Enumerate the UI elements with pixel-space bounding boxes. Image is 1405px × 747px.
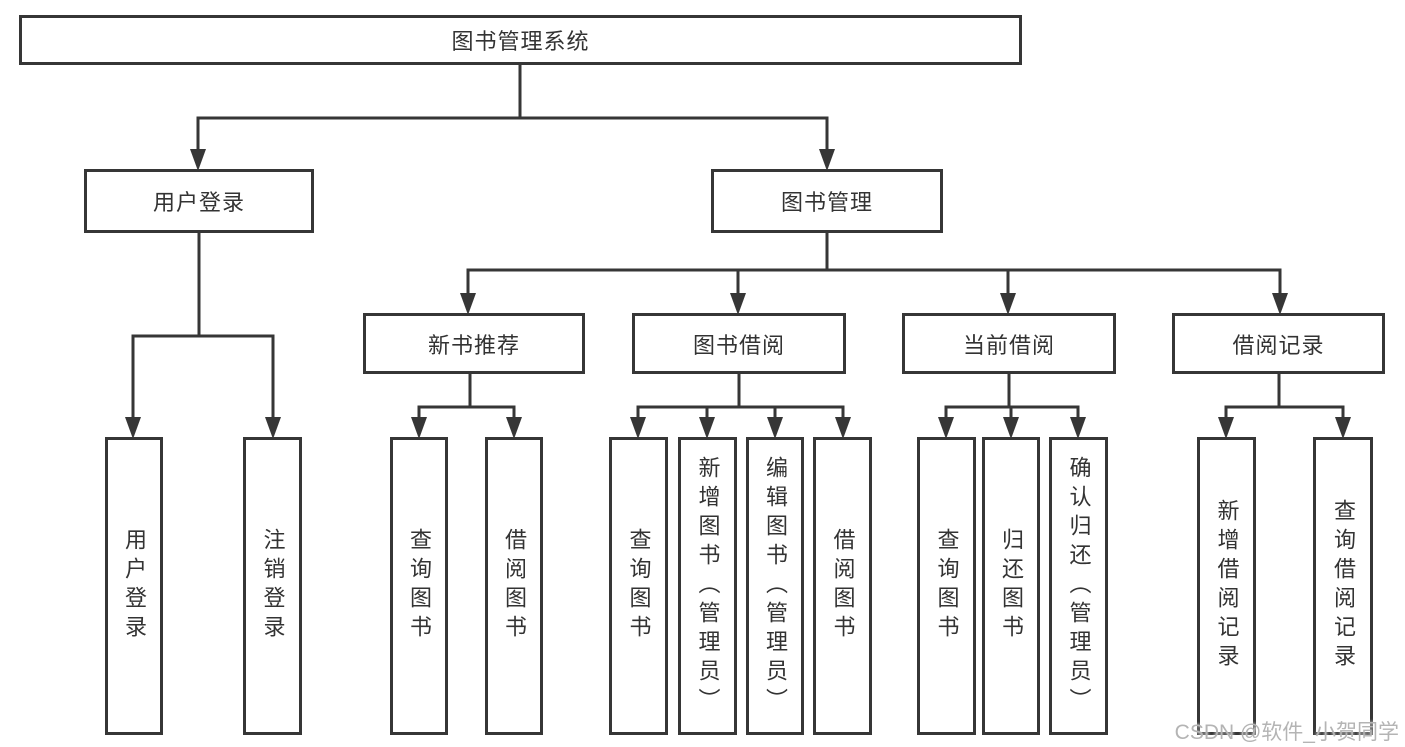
leaf-return-book: 归还图书 [982, 437, 1040, 735]
leaf-label: 查询图书 [626, 528, 652, 644]
node-new-book-recommendation: 新书推荐 [363, 313, 585, 374]
leaf-label: 借阅图书 [502, 528, 527, 644]
leaf-query-books-current: 查询图书 [917, 437, 976, 735]
leaf-add-book-admin: 新增图书（管理员） [678, 437, 737, 735]
leaf-label: 归还图书 [999, 528, 1024, 644]
leaf-label: 查询借阅记录 [1331, 499, 1356, 673]
node-book-management: 图书管理 [711, 169, 943, 233]
leaf-label: 注销登录 [260, 528, 286, 644]
leaf-label: 新增借阅记录 [1214, 499, 1240, 673]
csdn-watermark: CSDN @软件_小贺同学 [1174, 721, 1399, 744]
node-label: 用户登录 [152, 190, 245, 215]
leaf-borrow-books-borrowing: 借阅图书 [813, 437, 872, 735]
node-book-borrowing: 图书借阅 [632, 313, 846, 374]
node-borrowing-records: 借阅记录 [1172, 313, 1385, 374]
node-label: 图书管理 [780, 190, 873, 215]
node-user-login: 用户登录 [84, 169, 314, 233]
node-current-borrowing: 当前借阅 [902, 313, 1116, 374]
leaf-query-books-recommend: 查询图书 [390, 437, 448, 735]
leaf-edit-book-admin: 编辑图书（管理员） [746, 437, 804, 735]
leaf-label: 借阅图书 [830, 528, 856, 644]
node-label: 新书推荐 [427, 332, 520, 358]
leaf-label: 新增图书（管理员） [695, 455, 721, 717]
leaf-label: 查询图书 [934, 528, 960, 644]
leaf-label: 用户登录 [122, 528, 147, 644]
leaf-confirm-return-admin: 确认归还（管理员） [1049, 437, 1108, 735]
node-label: 当前借阅 [962, 332, 1055, 358]
leaf-borrow-books-recommend: 借阅图书 [485, 437, 543, 735]
node-label: 图书管理系统 [451, 29, 590, 54]
leaf-logout: 注销登录 [243, 437, 302, 735]
leaf-add-borrow-record: 新增借阅记录 [1197, 437, 1256, 735]
leaf-label: 查询图书 [407, 528, 432, 644]
leaf-query-books-borrowing: 查询图书 [609, 437, 668, 735]
node-label: 借阅记录 [1232, 332, 1325, 358]
node-label: 图书借阅 [692, 332, 785, 358]
leaf-label: 编辑图书（管理员） [763, 455, 788, 717]
node-library-management-system: 图书管理系统 [19, 15, 1022, 65]
leaf-user-login: 用户登录 [105, 437, 163, 735]
leaf-query-borrow-record: 查询借阅记录 [1313, 437, 1373, 735]
leaf-label: 确认归还（管理员） [1066, 455, 1092, 717]
